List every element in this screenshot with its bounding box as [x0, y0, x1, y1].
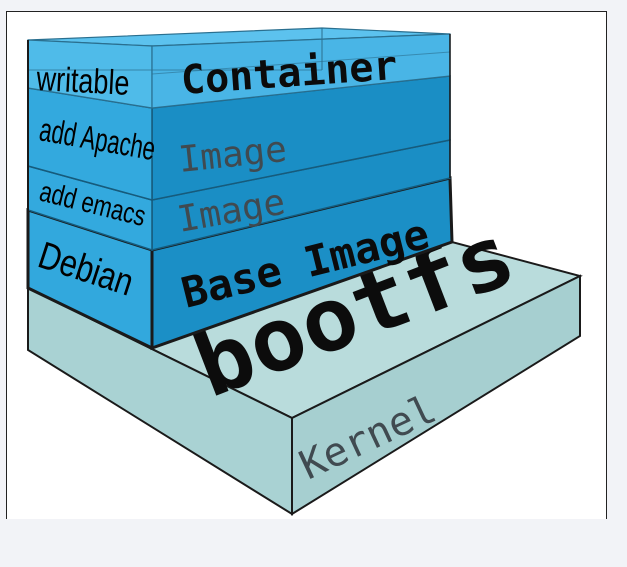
kernel-front-face	[291, 274, 581, 516]
writable-side-label: writable	[35, 59, 131, 103]
container-layer: writable Container	[27, 27, 451, 109]
container-mid-edge	[151, 51, 451, 75]
emacs-layer: add emacs Image	[27, 139, 451, 252]
